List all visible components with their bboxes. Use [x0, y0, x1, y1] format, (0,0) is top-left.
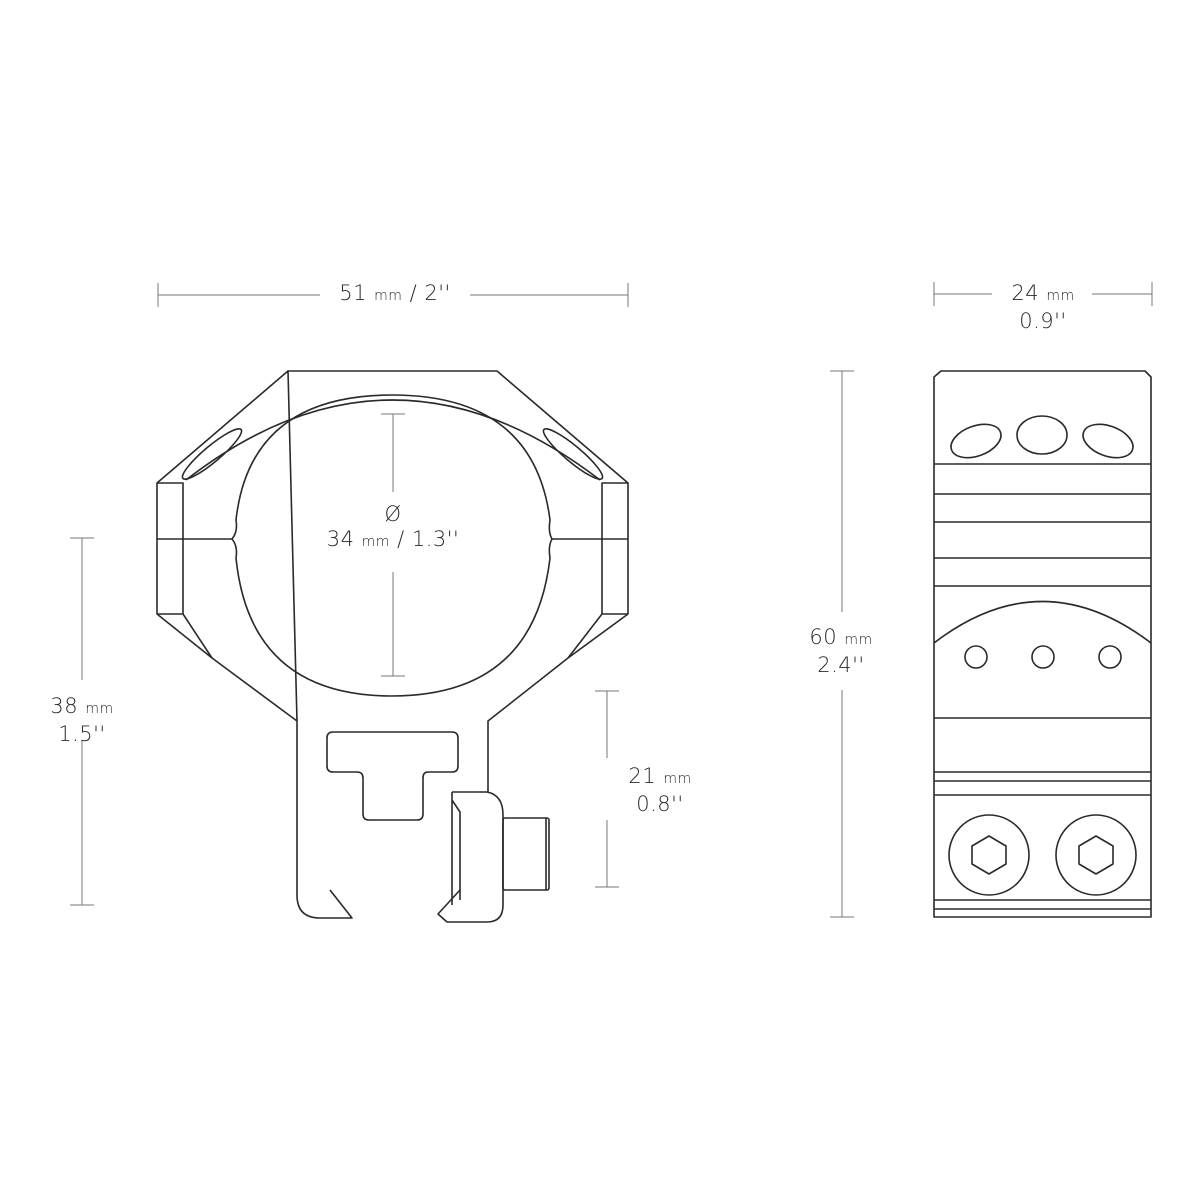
base-height-label: 21 mm 0.8''	[618, 764, 702, 817]
chamfer-hole-left	[181, 428, 243, 480]
top-hole-right	[1082, 423, 1134, 459]
ring-front-faces	[157, 399, 628, 659]
height-dimension-side	[830, 370, 854, 918]
base-height-dimension	[595, 690, 619, 888]
unit: mm	[1046, 288, 1075, 304]
top-hole-left	[950, 423, 1002, 459]
imperial: 0.8''	[636, 792, 684, 816]
dimension-lines	[70, 282, 1153, 918]
imperial: 2.4''	[817, 653, 865, 677]
small-hole-right	[1098, 645, 1122, 669]
unit: mm	[663, 771, 692, 787]
imperial: 1.5''	[58, 722, 106, 746]
unit: mm	[85, 701, 114, 717]
total-height-label: 38 mm 1.5''	[40, 694, 124, 747]
total-height-dimension	[70, 537, 94, 906]
hex-socket-icon	[1078, 835, 1114, 875]
hex-socket-icon	[971, 835, 1007, 875]
hex-bolt-left	[948, 814, 1030, 896]
chamfer-hole-right	[542, 428, 604, 480]
hex-bolt-right	[1055, 814, 1137, 896]
imperial: / 2''	[409, 281, 451, 305]
top-hole-center	[1016, 415, 1068, 455]
bore-dimension	[381, 413, 405, 677]
side-view-ring	[933, 370, 1152, 918]
value: 51	[339, 281, 367, 305]
side-height-label: 60 mm 2.4''	[796, 625, 886, 678]
diameter-symbol: Ø	[384, 502, 402, 526]
value: 34	[326, 527, 355, 551]
value: 21	[628, 764, 657, 788]
t-slot	[326, 731, 459, 821]
small-hole-center	[1031, 645, 1055, 669]
cross-bolt-knob	[502, 817, 550, 891]
value: 24	[1011, 281, 1040, 305]
clamp-jaw-detail	[451, 792, 461, 905]
imperial: 0.9''	[1019, 309, 1067, 333]
value: 38	[50, 694, 79, 718]
width-dimension-side	[933, 282, 1153, 306]
front-width-label: 51 mm / 2''	[320, 281, 470, 309]
side-width-label: 24 mm 0.9''	[998, 281, 1088, 334]
small-hole-left	[964, 645, 988, 669]
unit: mm	[374, 288, 403, 304]
front-view-ring	[156, 370, 629, 923]
side-grooves	[933, 463, 1152, 910]
value: 60	[809, 625, 838, 649]
width-dimension-front	[157, 283, 629, 307]
imperial: / 1.3''	[397, 527, 460, 551]
unit: mm	[844, 632, 873, 648]
scope-bore	[231, 394, 553, 697]
unit: mm	[361, 534, 390, 550]
bore-diameter-label: Ø 34 mm / 1.3''	[300, 502, 486, 555]
side-outline	[933, 370, 1152, 918]
